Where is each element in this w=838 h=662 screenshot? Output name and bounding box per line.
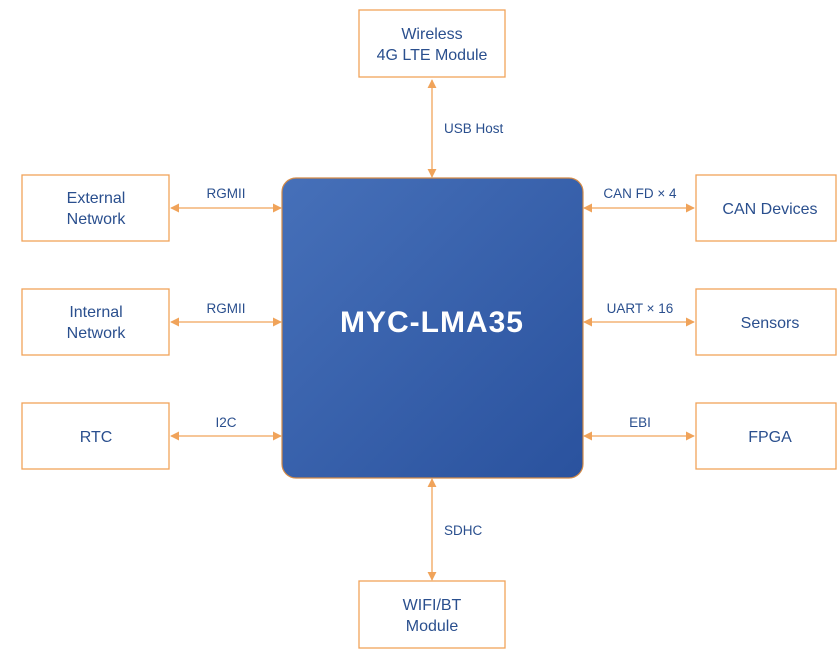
- chip-block: [281, 177, 584, 479]
- node-wireless-box: [358, 9, 506, 78]
- node-can-devices-label: CAN Devices: [722, 201, 817, 218]
- node-rtc-box: [21, 402, 170, 470]
- node-internal-network-line1: Internal: [69, 304, 122, 321]
- node-fpga-box: [695, 402, 837, 470]
- node-external-network-line1: External: [67, 190, 126, 207]
- node-wireless-line1: Wireless: [401, 26, 462, 43]
- link-label-rgmii-external: RGMII: [207, 186, 246, 201]
- link-label-can-fd: CAN FD × 4: [603, 186, 677, 201]
- node-external-network-box: [21, 174, 170, 242]
- node-external-network-line2: Network: [67, 211, 127, 228]
- node-wifi-bt-line1: WIFI/BT: [403, 597, 462, 614]
- link-label-sdhc: SDHC: [444, 523, 483, 538]
- node-can-devices-box: [695, 174, 837, 242]
- node-wifi-bt-line2: Module: [406, 618, 459, 635]
- node-fpga-label: FPGA: [748, 429, 792, 446]
- link-label-i2c: I2C: [215, 415, 236, 430]
- link-label-uart: UART × 16: [607, 301, 674, 316]
- node-sensors-box: [695, 288, 837, 356]
- link-label-usb-host: USB Host: [444, 121, 504, 136]
- node-internal-network-line2: Network: [67, 325, 127, 342]
- node-internal-network-box: [21, 288, 170, 356]
- chip-title: MYC-LMA35: [340, 306, 524, 339]
- link-label-rgmii-internal: RGMII: [207, 301, 246, 316]
- node-wifi-bt-box: [358, 580, 506, 649]
- node-wireless-line2: 4G LTE Module: [377, 47, 488, 64]
- node-sensors-label: Sensors: [741, 315, 800, 332]
- link-label-ebi: EBI: [629, 415, 651, 430]
- node-rtc-label: RTC: [80, 429, 113, 446]
